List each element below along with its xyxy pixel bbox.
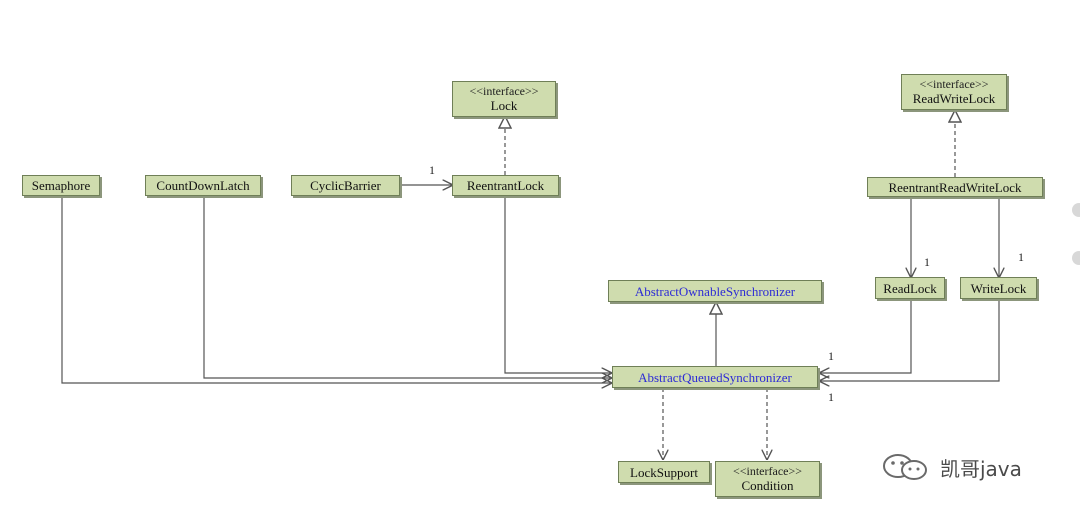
watermark-text: 凯哥java: [940, 456, 1022, 481]
class-cyclicbarrier: CyclicBarrier: [291, 175, 400, 196]
class-readwritelock-interface: <<interface>> ReadWriteLock: [901, 74, 1007, 110]
class-writelock: WriteLock: [960, 277, 1037, 299]
class-reentrantlock: ReentrantLock: [452, 175, 559, 196]
association-semaphore-aqs: [62, 196, 611, 383]
association-reentrantlock-aqs: [505, 196, 611, 373]
multiplicity-readlock-aqs: 1: [828, 349, 834, 363]
class-name: ReadWriteLock: [912, 91, 996, 106]
stereotype-label: <<interface>>: [469, 84, 539, 98]
multiplicity-cyclicbarrier-reentrantlock: 1: [429, 163, 435, 177]
class-abstractownablesynchronizer: AbstractOwnableSynchronizer: [608, 280, 822, 302]
multiplicity-rrwl-writelock: 1: [1018, 250, 1024, 264]
class-name: CyclicBarrier: [310, 178, 381, 193]
class-name: Semaphore: [31, 178, 91, 193]
class-name: ReentrantLock: [466, 178, 545, 193]
class-semaphore: Semaphore: [22, 175, 100, 196]
stereotype-label: <<interface>>: [919, 77, 989, 91]
class-name: Lock: [490, 98, 518, 113]
class-countdownlatch: CountDownLatch: [145, 175, 261, 196]
stereotype-label: <<interface>>: [732, 464, 803, 478]
association-writelock-aqs: [820, 299, 999, 381]
class-name: ReadLock: [883, 280, 937, 296]
multiplicity-rrwl-readlock: 1: [924, 255, 930, 269]
association-countdownlatch-aqs: [204, 196, 611, 378]
class-name: CountDownLatch: [156, 178, 250, 193]
watermark: 凯哥java: [878, 452, 1022, 482]
multiplicity-writelock-aqs: 1: [828, 390, 834, 404]
class-condition-interface: <<interface>> Condition: [715, 461, 820, 497]
class-name: WriteLock: [970, 280, 1027, 296]
class-readlock: ReadLock: [875, 277, 945, 299]
class-lock-interface: <<interface>> Lock: [452, 81, 556, 117]
class-name: LockSupport: [630, 464, 698, 480]
class-abstractqueuedsynchronizer: AbstractQueuedSynchronizer: [612, 366, 818, 388]
edge-decoration: [1072, 203, 1080, 217]
class-name: AbstractQueuedSynchronizer: [638, 369, 792, 385]
class-name: Condition: [741, 478, 794, 493]
class-name: ReentrantReadWriteLock: [888, 179, 1022, 195]
wechat-icon: [883, 454, 927, 480]
class-locksupport: LockSupport: [618, 461, 710, 483]
edge-decoration: [1072, 251, 1080, 265]
class-reentrantreadwritelock: ReentrantReadWriteLock: [867, 177, 1043, 197]
class-name: AbstractOwnableSynchronizer: [634, 283, 796, 299]
